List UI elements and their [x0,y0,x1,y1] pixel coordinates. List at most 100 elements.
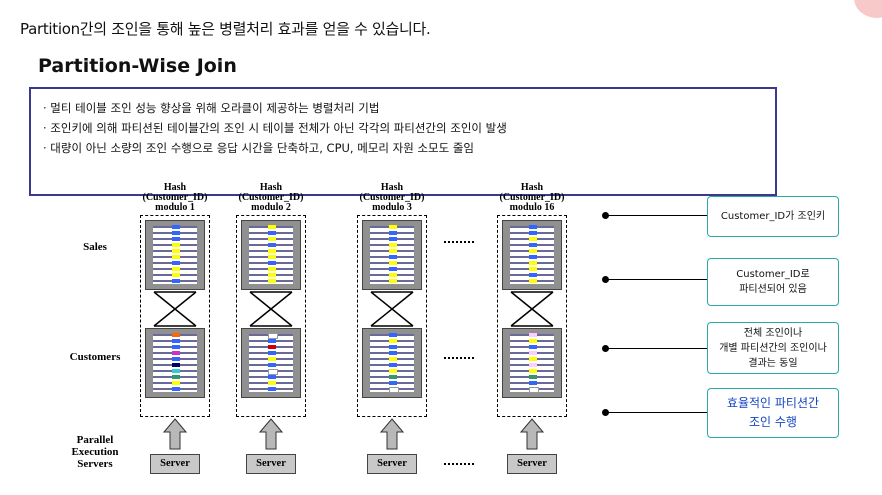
grid-cell [172,387,180,391]
grid-cell [529,369,537,373]
sales-partition-grid [241,220,301,290]
grid-cell [389,351,397,355]
hash-label: Hash(Customer_ID)modulo 2 [216,183,326,213]
partition-box [357,215,427,417]
grid-cell [529,255,537,259]
grid-cell [529,243,537,247]
note-partitioned: Customer_ID로 파티션되어 있음 [707,258,839,306]
grid-cell [268,261,276,265]
grid-cell [268,267,276,271]
grid-body [153,333,197,392]
grid-cell [389,225,397,229]
grid-cell [389,333,397,337]
grid-cell [172,237,180,241]
grid-cell [529,261,537,265]
sales-partition-grid [502,220,562,290]
grid-cell [172,357,180,361]
grid-cell [529,363,537,367]
bullet-dot [602,276,609,283]
connector-line [606,412,708,413]
partition-box [140,215,210,417]
grid-cell [529,225,537,229]
server-box: Server [507,454,557,474]
summary-bullet: · 멀티 테이블 조인 성능 향상을 위해 오라클이 제공하는 병렬처리 기법 [43,101,380,115]
grid-cell [389,249,397,253]
connector-line [606,215,708,216]
grid-cell [172,381,180,385]
grid-cell [172,267,180,271]
hash-label-line: (Customer_ID) [499,192,565,203]
grid-cell [389,267,397,271]
grid-cell [389,237,397,241]
grid-cell [172,255,180,259]
hash-label-line: modulo 16 [509,202,555,213]
grid-cell [268,255,276,259]
grid-cell [529,351,537,355]
server-box: Server [246,454,296,474]
grid-cell [389,261,397,265]
grid-cell [529,249,537,253]
grid-cell [389,357,397,361]
note-join-key: Customer_ID가 조인키 [707,196,839,237]
hash-label-line: modulo 3 [372,202,412,213]
grid-cell [172,279,180,283]
grid-cell [529,345,537,349]
grid-cell [172,243,180,247]
grid-cell [389,339,397,343]
grid-cell [529,333,537,337]
grid-body [249,333,293,392]
grid-cell [268,387,276,391]
grid-cell [172,261,180,265]
hash-label-line: (Customer_ID) [359,192,425,203]
grid-cell [268,369,278,375]
grid-body [370,333,414,393]
summary-box: · 멀티 테이블 조인 성능 향상을 위해 오라클이 제공하는 병렬처리 기법 … [29,87,777,196]
grid-cell [172,225,180,229]
grid-body [153,225,197,284]
grid-cell [172,273,180,277]
hash-label: Hash(Customer_ID)modulo 16 [477,183,587,213]
join-cross-icon [153,291,197,327]
grid-body [510,225,554,284]
grid-cell [529,279,537,283]
grid-cell [268,231,276,235]
summary-bullet: · 조인키에 의해 파티션된 테이블간의 조인 시 테이블 전체가 아닌 각각의… [43,121,507,135]
grid-cell [172,363,180,367]
server-box: Server [150,454,200,474]
grid-cell [268,243,276,247]
customers-partition-grid [145,328,205,398]
ellipsis-dots [444,241,474,243]
note-same-result: 전체 조인이나 개별 파티션간의 조인이나 결과는 동일 [707,322,839,374]
customers-row-label: Customers [69,351,121,363]
grid-cell [268,351,276,355]
hash-label-line: Hash [520,182,544,193]
grid-cell [529,339,537,343]
grid-body [249,225,293,284]
grid-cell [268,333,278,339]
grid-cell [389,231,397,235]
up-arrow-icon [380,418,404,450]
grid-cell [172,369,180,373]
grid-cell [268,237,276,241]
grid-body [510,333,554,393]
grid-cell [268,345,276,349]
sales-partition-grid [145,220,205,290]
grid-cell [389,243,397,247]
customers-partition-grid [362,328,422,398]
up-arrow-icon [520,418,544,450]
server-box: Server [367,454,417,474]
grid-cell [389,381,397,385]
hash-label-line: Hash [163,182,187,193]
join-cross-icon [510,291,554,327]
sales-partition-grid [362,220,422,290]
grid-cell [268,375,276,379]
grid-cell [389,345,397,349]
grid-cell [529,237,537,241]
hash-label-line: Hash [380,182,404,193]
hash-label-line: Hash [259,182,283,193]
grid-cell [529,375,537,379]
grid-cell [268,279,276,283]
grid-cell [268,381,276,385]
corner-decoration [854,0,882,18]
grid-cell [268,363,276,367]
